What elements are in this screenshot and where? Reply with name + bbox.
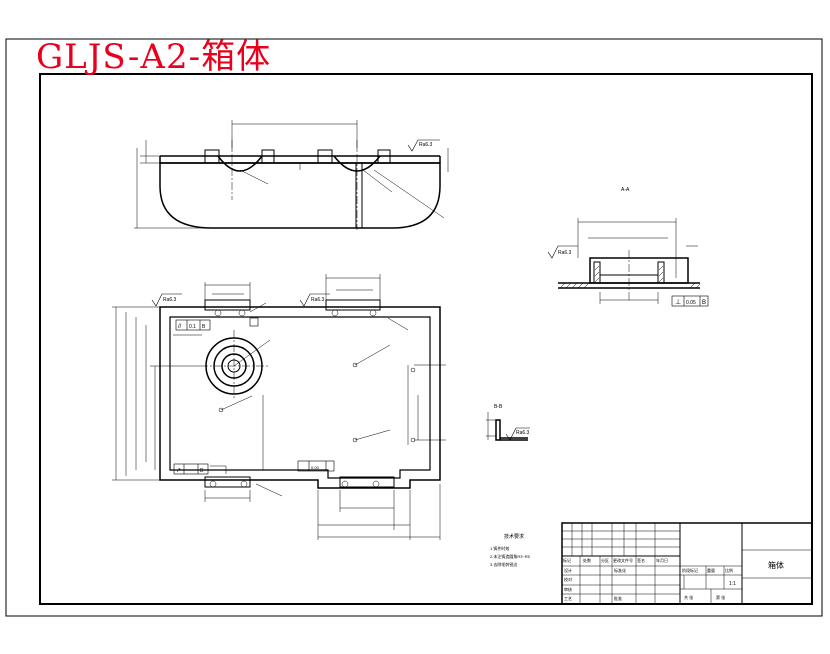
- tb-std: 标准化: [614, 567, 626, 573]
- roughness-label-top: Ra6.3: [419, 142, 433, 148]
- tech-req-line-2: 2.未注铸造圆角R3~R5: [490, 553, 531, 559]
- tech-req-line-1: 1.铸件时效: [490, 545, 509, 551]
- tb-stage: 阶段标记: [682, 567, 698, 573]
- tech-req-line-3: 3.去除毛刺锐边: [490, 561, 517, 567]
- perpendicularity-frame: [671, 295, 709, 307]
- tb-header-5: 年月日: [656, 557, 668, 563]
- flatness-value: 0.03: [311, 465, 320, 470]
- tb-sheets: 共 张: [684, 594, 693, 600]
- parallelism-symbol: //: [178, 324, 182, 330]
- front-view: [134, 120, 449, 230]
- outer-frame: [5, 38, 823, 617]
- position-datum: B: [200, 468, 204, 474]
- tb-header-0: 标记: [563, 557, 571, 563]
- section-bb-label: B-B: [494, 404, 503, 410]
- tb-row-process: 工艺: [564, 596, 572, 601]
- section-bb-view: [486, 412, 530, 441]
- roughness-symbol-top: [407, 139, 440, 152]
- tb-row-check: 校对: [564, 576, 572, 582]
- position-symbol: ↗: [176, 468, 181, 474]
- tech-req-heading: 技术要求: [504, 533, 524, 540]
- parallelism-frame: [175, 317, 259, 331]
- roughness-label-aa: Ra6.3: [558, 250, 572, 256]
- roughness-label-plan-mid: Ra6.3: [311, 297, 325, 303]
- tb-row-review: 审核: [564, 586, 572, 592]
- tb-approve: 批准: [614, 595, 622, 601]
- plan-view-details: [112, 274, 446, 540]
- tb-header-3: 更改文件号: [613, 557, 633, 563]
- tb-header-1: 处数: [583, 557, 591, 563]
- tb-scale-label: 比例: [725, 567, 733, 573]
- tb-header-4: 签名: [637, 557, 645, 563]
- tb-header-2: 分区: [601, 557, 609, 563]
- inner-frame: [39, 73, 813, 605]
- position-frame: [173, 460, 335, 475]
- section-aa-label: A-A: [621, 187, 630, 193]
- tb-sheet-no: 第 张: [716, 594, 725, 600]
- perpendicularity-value: 0.05: [686, 300, 696, 306]
- drawing-title-watermark: GLJS-A2-箱体: [36, 37, 272, 77]
- tb-part-name: 箱体: [768, 560, 784, 570]
- perpendicularity-symbol: ⊥: [675, 299, 681, 306]
- perpendicularity-datum: B: [702, 300, 706, 306]
- tb-weight: 重量: [707, 567, 715, 573]
- tb-row-design: 设计: [564, 567, 572, 573]
- roughness-label-plan-left: Ra6.3: [163, 297, 177, 303]
- roughness-label-bb: Ra6.3: [516, 430, 530, 436]
- section-aa-view: [547, 218, 701, 304]
- title-block: [561, 522, 813, 605]
- parallelism-datum: B: [202, 324, 206, 330]
- tb-scale: 1:1: [729, 581, 736, 587]
- parallelism-value: 0.1: [189, 324, 196, 330]
